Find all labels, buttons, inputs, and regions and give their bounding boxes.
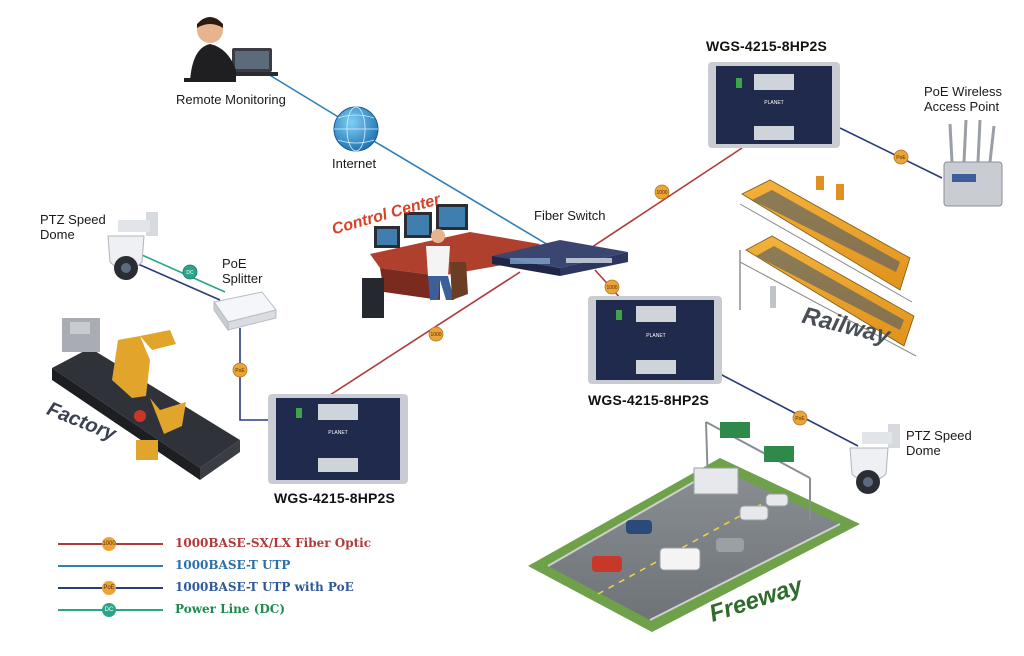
remote-monitoring-person-icon (184, 17, 278, 82)
svg-text:1000: 1000 (430, 332, 441, 338)
fiber-switch-device (492, 240, 628, 276)
svg-text:1000: 1000 (656, 190, 667, 196)
svg-text:PoE: PoE (896, 155, 906, 161)
ptz-dome-right-label-line2: Dome (906, 443, 941, 458)
ptz-dome-right-label-line1: PTZ Speed (906, 428, 972, 443)
fiber-badge: 1000 (604, 279, 620, 295)
poe-splitter-device-icon (213, 291, 277, 332)
freeway-road-icon (528, 421, 860, 632)
svg-text:1000: 1000 (606, 285, 617, 291)
dc-badge: DC (182, 264, 198, 280)
legend-text-utp: 1000BASE-T UTP (175, 558, 291, 572)
switch-bottom-title: WGS-4215-8HP2S (274, 490, 396, 506)
control-center-desk-icon (362, 204, 540, 318)
poe-ap-label-line1: PoE Wireless (924, 84, 1003, 99)
poe-splitter-label-line1: PoE (222, 256, 247, 271)
legend-line-utp (58, 565, 163, 567)
svg-text:DC: DC (186, 270, 194, 276)
remote-monitoring-label: Remote Monitoring (176, 92, 286, 107)
utp-line-internet-switch (371, 139, 561, 253)
line-badges: 1000 1000 1000 PoE PoE PoE DC (182, 149, 909, 426)
poe-line-ptz-right (719, 373, 859, 447)
ptz-dome-camera-right-icon (849, 424, 900, 494)
wgs-switch-top: PLANET (708, 62, 840, 148)
fiber-line-bottom (329, 271, 521, 396)
legend-text-fiber: 1000BASE-SX/LX Fiber Optic (175, 536, 372, 550)
fiber-badge: 1000 (654, 184, 670, 200)
poe-ap-label: PoE Wireless Access Point (924, 84, 1002, 114)
poe-splitter-label: PoE Splitter (222, 256, 262, 286)
factory-conveyor-icon (52, 318, 240, 480)
legend-item-dc: DC Power Line (DC) (58, 599, 378, 621)
poe-splitter-label-line2: Splitter (222, 271, 263, 286)
legend-item-utp: 1000BASE-T UTP (58, 555, 378, 577)
poe-line-splitter (239, 328, 270, 421)
legend-badge-fiber: 1000 (102, 537, 116, 551)
wireless-access-point-icon (943, 119, 1003, 207)
switch-top-title: WGS-4215-8HP2S (706, 38, 828, 54)
ptz-dome-left-label-line1: PTZ Speed (40, 212, 106, 227)
legend-badge-dc: DC (102, 603, 116, 617)
fiber-switch-label: Fiber Switch (534, 208, 606, 223)
utp-line-ptz-left (137, 263, 221, 301)
legend-text-dc: Power Line (DC) (175, 602, 286, 616)
switch-middle-title: WGS-4215-8HP2S (588, 392, 710, 408)
legend-item-poe: PoE 1000BASE-T UTP with PoE (58, 577, 378, 599)
fiber-line-top (579, 147, 743, 256)
legend-item-fiber: 1000 1000BASE-SX/LX Fiber Optic (58, 533, 378, 555)
wgs-switch-middle: PLANET (588, 296, 722, 384)
legend-badge-poe: PoE (102, 581, 116, 595)
svg-text:PLANET: PLANET (328, 430, 347, 436)
poe-badge: PoE (792, 410, 808, 426)
railway-trains-icon (739, 176, 917, 357)
poe-ap-label-line2: Access Point (924, 99, 1000, 114)
utp-line-remote-internet (257, 67, 341, 119)
legend-text-poe: 1000BASE-T UTP with PoE (175, 580, 354, 594)
svg-text:PoE: PoE (795, 416, 805, 422)
internet-label: Internet (332, 156, 377, 171)
svg-text:PoE: PoE (235, 368, 245, 374)
poe-line-ap (839, 127, 943, 179)
svg-text:PLANET: PLANET (764, 100, 783, 106)
wgs-switch-bottom: PLANET (268, 394, 408, 484)
ptz-dome-left-label-line2: Dome (40, 227, 75, 242)
ptz-dome-right-label: PTZ Speed Dome (906, 428, 972, 458)
ptz-dome-left-label: PTZ Speed Dome (40, 212, 106, 242)
connection-lines (137, 67, 943, 447)
internet-globe-icon (333, 106, 379, 152)
svg-text:PLANET: PLANET (646, 333, 665, 339)
poe-badge: PoE (232, 362, 248, 378)
ptz-dome-camera-left-icon (107, 212, 158, 280)
poe-badge: PoE (893, 149, 909, 165)
fiber-badge: 1000 (428, 326, 444, 342)
